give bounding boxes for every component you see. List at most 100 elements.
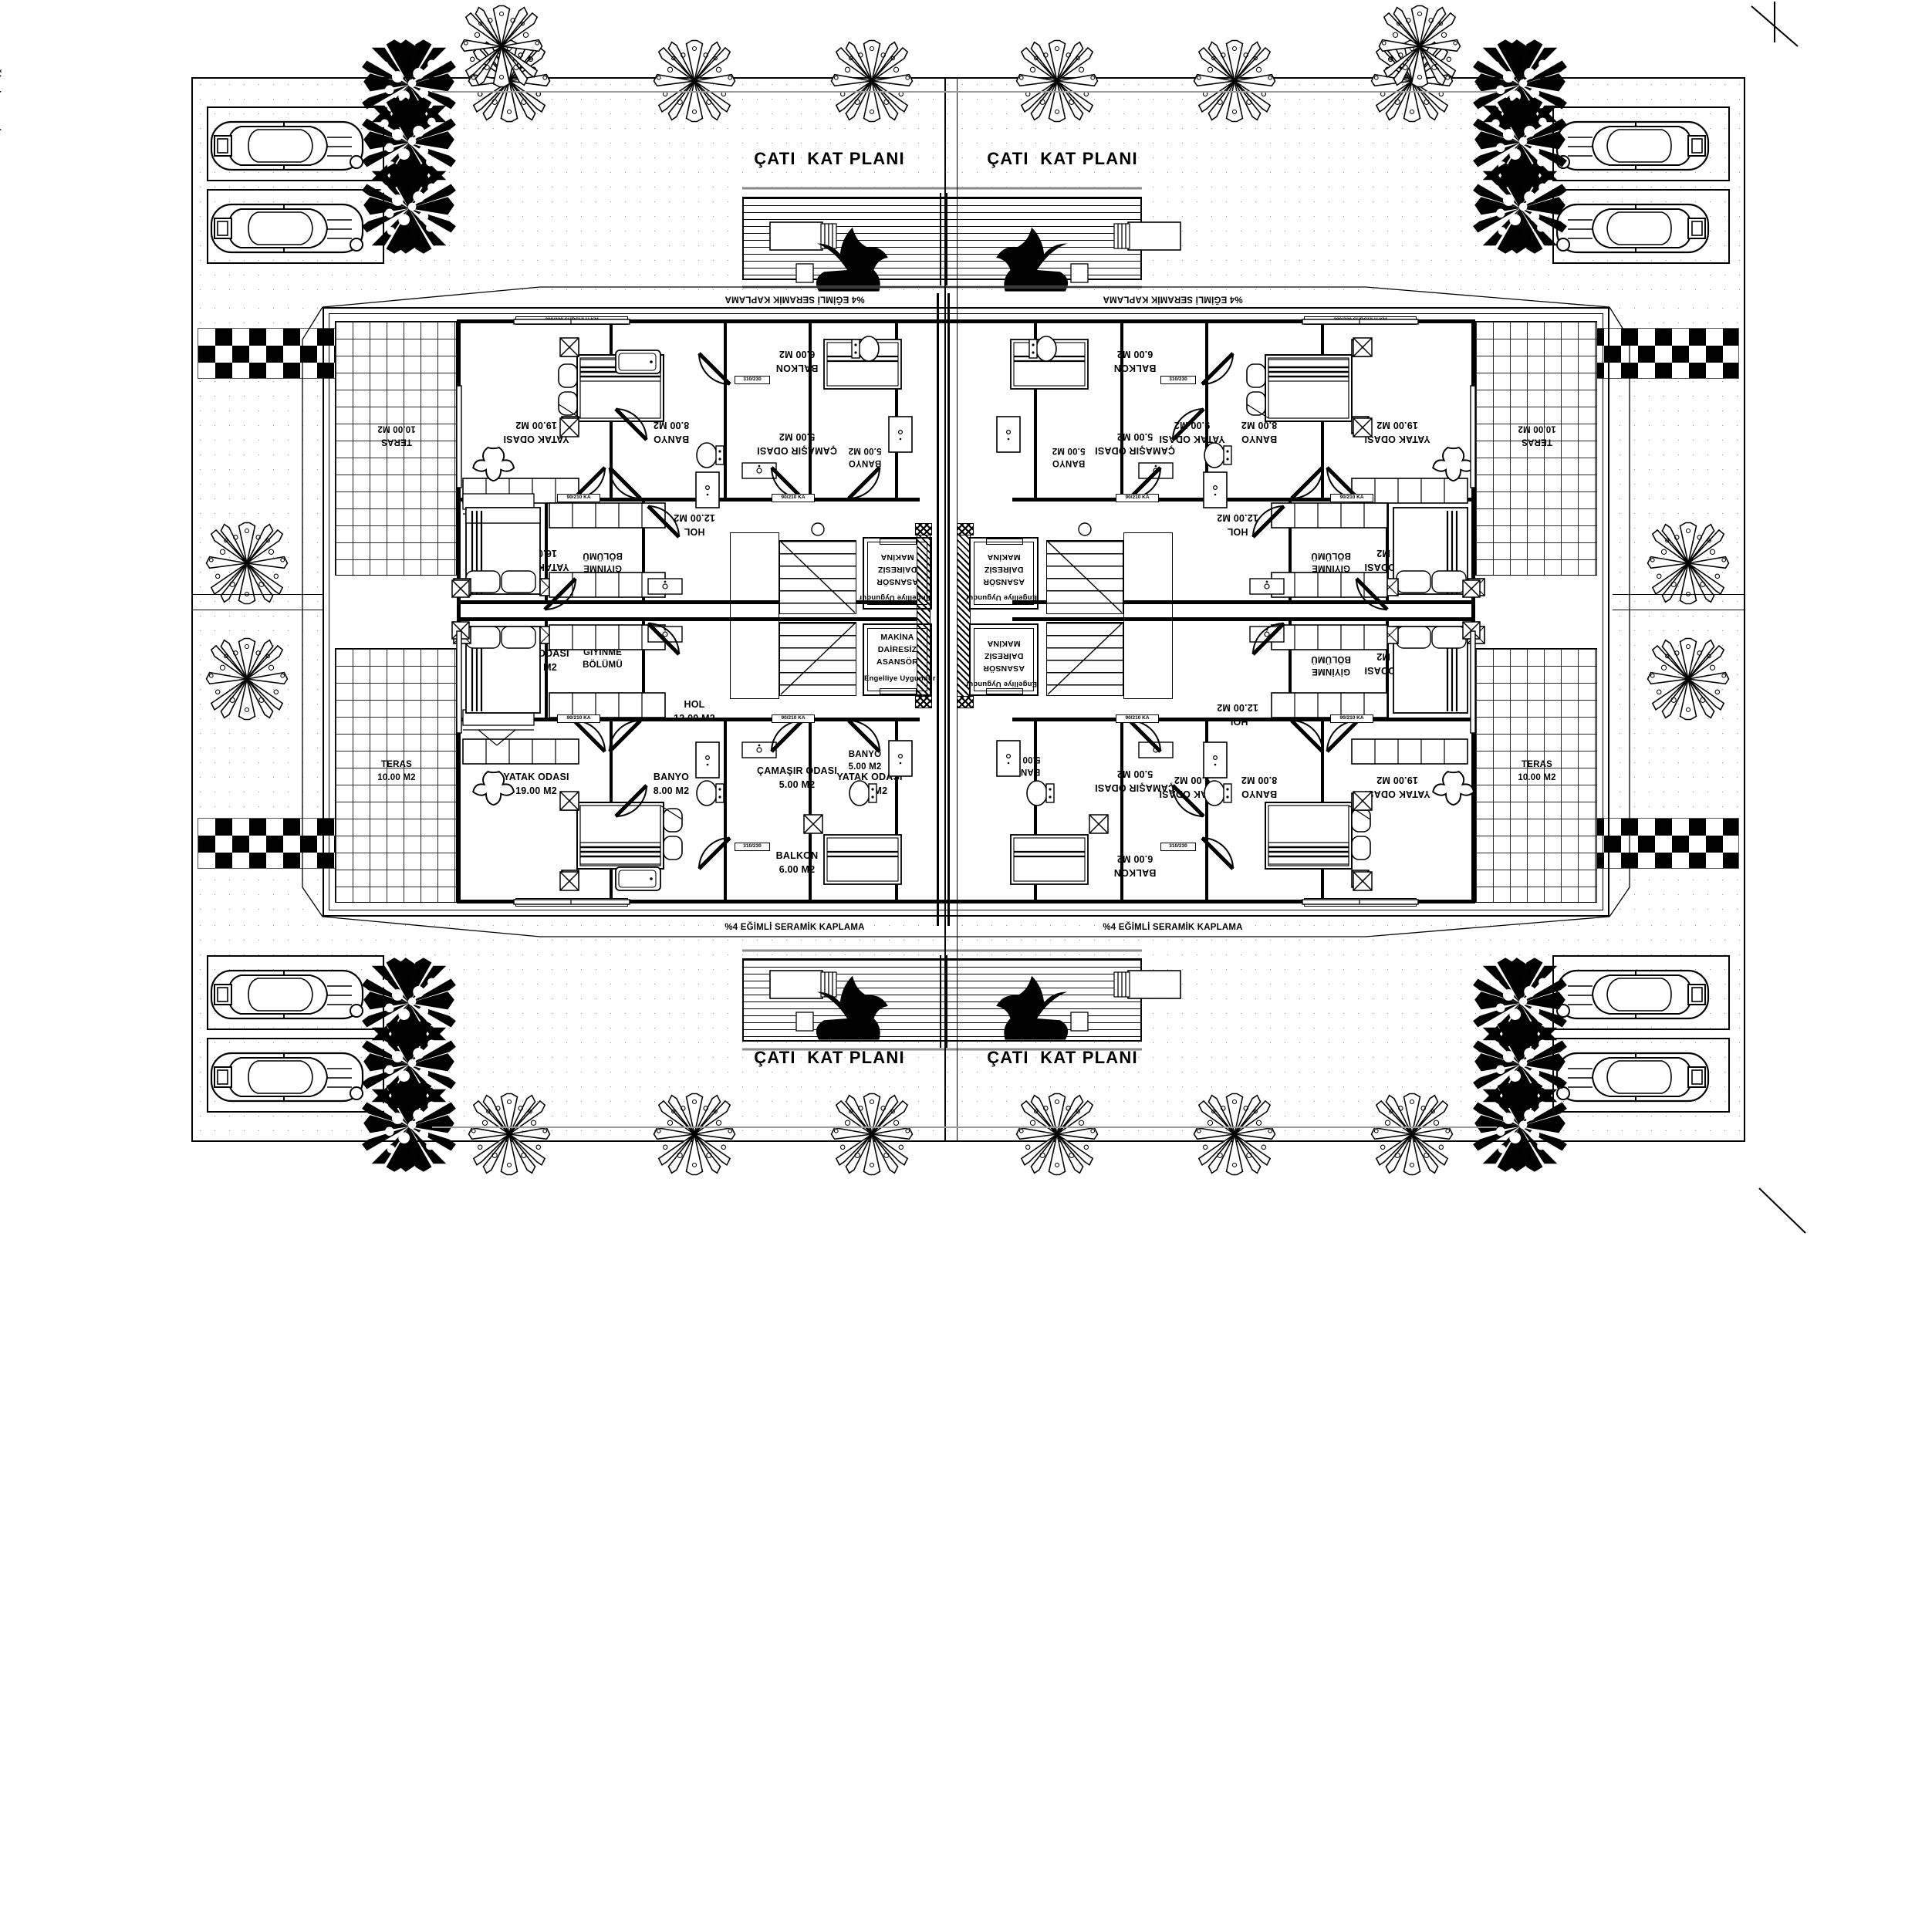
wall-partition xyxy=(1386,621,1389,718)
deck-split xyxy=(946,193,947,285)
wall-partition xyxy=(545,502,548,600)
elevator-note: Engelliye Uygundur xyxy=(965,593,1037,602)
parking-bay xyxy=(1552,106,1730,181)
room-label-area: 12.00 M2 xyxy=(674,713,715,724)
room-label-name: ÇAMAŞIR ODASI xyxy=(757,765,837,776)
elevator-cab xyxy=(863,537,932,610)
room-label-name: YATAK ODASI xyxy=(1159,434,1225,444)
window-tag: 280/230 SÜRGÜLÜ KM xyxy=(1304,898,1417,907)
wall-partition xyxy=(1289,621,1292,718)
wall-partition xyxy=(724,721,727,900)
door-tag: 310/230 xyxy=(735,376,770,384)
elevator-cab-inner xyxy=(974,542,1034,605)
parking-bay xyxy=(207,189,384,264)
wall-partition xyxy=(1321,323,1324,498)
door-tag: 310/230 xyxy=(1160,843,1196,851)
elevator-door-sill xyxy=(986,539,1023,545)
label-group-banyo5-ucr: BANYO 5.00 M2 xyxy=(1026,441,1111,468)
label-group-giyinme-ur: GİYİNME BÖLÜMÜ xyxy=(1281,545,1381,573)
wall-corridor-mid-b xyxy=(457,617,920,621)
wall-corridor-lower xyxy=(457,718,920,721)
site-path-line xyxy=(432,91,1497,93)
parking-bay xyxy=(1552,955,1730,1030)
elevator-cab-inner xyxy=(974,628,1034,691)
label-group-hol-lr: HOL 12.00 M2 xyxy=(1184,699,1292,727)
room-label-area: 5.00 M2 xyxy=(848,446,882,455)
door-tag: 90/210 KA xyxy=(557,494,600,502)
room-label-teras: TERAS xyxy=(1522,437,1552,447)
terrace-tile-area xyxy=(1475,321,1597,576)
elevator-cab-inner xyxy=(867,628,927,691)
room-label-area: 12.00 M2 xyxy=(1217,702,1258,713)
wall-partition xyxy=(809,721,812,900)
wall-partition xyxy=(1034,323,1037,498)
elevator-line1: MAKİNA xyxy=(987,639,1021,648)
room-label-area: 6.00 M2 xyxy=(779,349,816,360)
room-label-area: 19.00 M2 xyxy=(1376,775,1418,785)
label-group-banyo8-ul: BANYO 8.00 M2 xyxy=(625,417,718,444)
label-group-yatak19-ur: YATAK ODASI 19.00 M2 xyxy=(1324,417,1471,444)
room-label-area: BÖLÜMÜ xyxy=(1311,551,1351,560)
annotation-ceramic-bottom-left: %4 EĞİMLİ SERAMİK KAPLAMA xyxy=(724,923,865,932)
door-tag: 90/210 KA xyxy=(557,714,600,723)
elevator-label-group: Engelliye Uygundur ASANSÖR DAİRESİZ MAKİ… xyxy=(859,540,931,606)
structural-column xyxy=(915,523,932,535)
parking-bay xyxy=(207,955,384,1030)
room-label-name: GİYİNME xyxy=(583,563,622,573)
site-centre-axis xyxy=(944,77,946,1142)
room-label-name: BANYO xyxy=(1007,767,1041,776)
room-label-name: BANYO xyxy=(1052,458,1086,468)
building-envelope xyxy=(323,307,1609,917)
wall-partition xyxy=(1120,721,1123,900)
label-group-giyinme-lr: GİYİNME BÖLÜMÜ xyxy=(1281,648,1381,676)
site-frame-right xyxy=(1744,77,1745,1142)
wall-partition xyxy=(545,621,548,718)
label-group-banyo8-ll: BANYO 8.00 M2 xyxy=(625,772,718,799)
room-label-area: 12.00 M2 xyxy=(1217,512,1258,523)
elevator-line2: DAİRESİZ xyxy=(877,645,917,654)
label-group-yatak9-ur: YATAK ODASI 9.00 M2 xyxy=(1126,417,1258,444)
room-label-name: BANYO xyxy=(653,434,690,444)
room-label-name: GİYİNME xyxy=(1312,667,1350,676)
elevator-note: Engelliye Uygundur xyxy=(859,593,931,602)
parking-bay xyxy=(207,106,384,181)
elevator-cab xyxy=(969,623,1039,696)
roof-decking xyxy=(742,197,1142,280)
sheet-title-bottom-right: ÇATI KAT PLANI xyxy=(987,1048,1138,1067)
room-label-name: BANYO xyxy=(848,750,882,759)
room-label-area: 19.00 M2 xyxy=(515,420,557,431)
wall-corridor-lower xyxy=(1012,718,1475,721)
wall-partition xyxy=(1120,323,1123,498)
room-label-area: 8.00 M2 xyxy=(653,785,690,796)
label-group-yatak19-lr: YATAK ODASI 19.00 M2 xyxy=(1324,772,1471,799)
elevator-label-group: Engelliye Uygundur ASANSÖR DAİRESİZ MAKİ… xyxy=(965,627,1037,693)
wall-corridor-mid-a xyxy=(1012,600,1475,604)
wall-partition xyxy=(809,323,812,498)
staircase xyxy=(1046,540,1123,614)
site-guide-line xyxy=(1613,594,1744,595)
wall-vertical-right xyxy=(1471,319,1475,904)
window-tag: 280/230 SÜRGÜLÜ KM xyxy=(515,898,628,907)
wall-partition xyxy=(1205,721,1208,900)
wall-exterior-top xyxy=(457,319,1475,323)
wall-partition xyxy=(642,502,645,600)
elevator-label-group: MAKİNA DAİRESİZ ASANSÖR Engelliye Uygund… xyxy=(864,627,936,693)
staircase xyxy=(1046,622,1123,696)
room-label-area: 19.00 M2 xyxy=(1376,420,1418,431)
room-label-name: GİYİNME xyxy=(583,648,622,657)
label-group-balkon-ul: BALKON 6.00 M2 xyxy=(731,346,863,373)
label-group-giyinme-ll: GİYİNME BÖLÜMÜ xyxy=(552,648,653,676)
label-group-yatak9-lr: YATAK ODASI 9.00 M2 xyxy=(1126,772,1258,799)
door-tag: 90/210 KA xyxy=(772,714,815,723)
wall-partition xyxy=(895,721,898,900)
room-label-teras: TERAS xyxy=(1522,760,1552,769)
room-label-name: YATAK ODASI xyxy=(1364,434,1430,444)
room-label-name: HOL xyxy=(1227,716,1248,727)
elevator-cab xyxy=(863,623,932,696)
label-group-balkon-ll: BALKON 6.00 M2 xyxy=(731,850,863,878)
site-path-line xyxy=(432,1126,1497,1128)
checkerboard-pad xyxy=(1569,818,1739,869)
wall-corridor-upper xyxy=(1012,498,1475,502)
core-spine xyxy=(937,293,939,926)
label-group-balkon-lr: BALKON 6.00 M2 xyxy=(1069,850,1201,878)
